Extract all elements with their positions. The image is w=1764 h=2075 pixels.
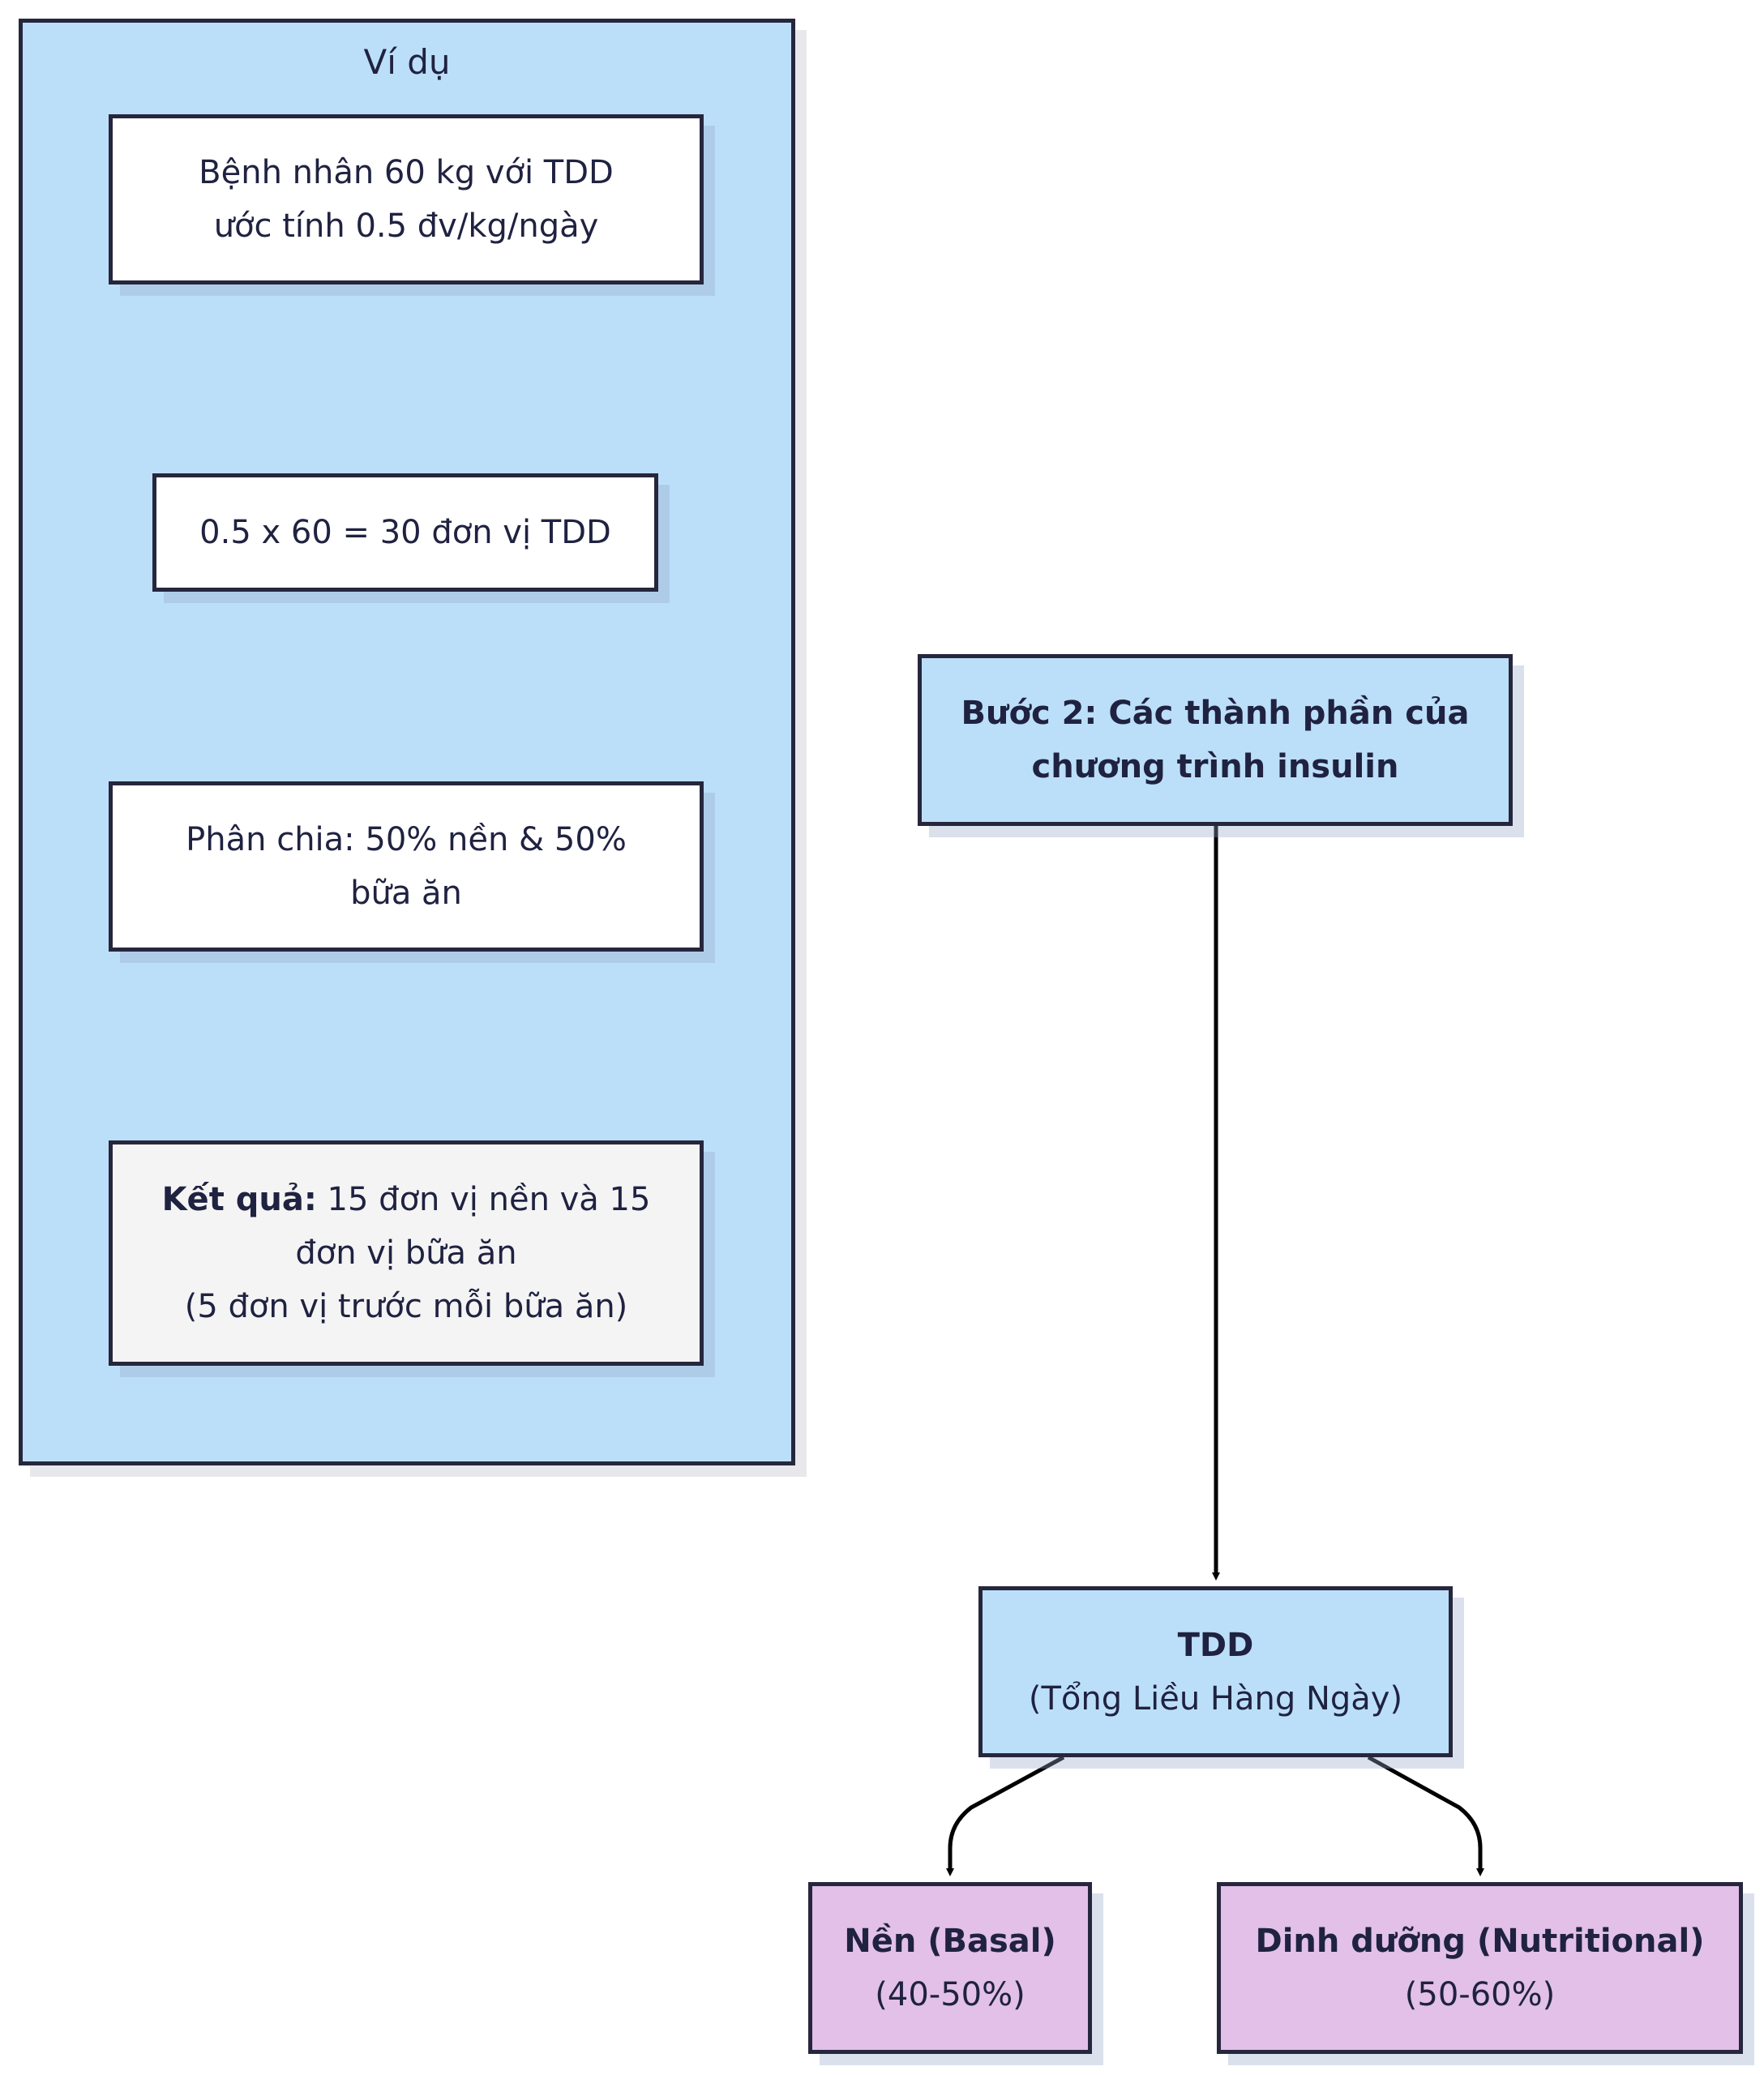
result-line-1-text: 15 đơn vị nền và 15	[316, 1181, 651, 1218]
arrow-tdd-to-nutritional	[1367, 1755, 1484, 1876]
result-node: Kết quả: 15 đơn vị nền và 15 đơn vị bữa …	[109, 1140, 704, 1366]
step2-line-2: chương trình insulin	[1031, 748, 1399, 785]
calc-text: 0.5 x 60 = 30 đơn vị TDD	[199, 514, 611, 551]
calc-node: 0.5 x 60 = 30 đơn vị TDD	[152, 473, 658, 592]
result-label: Kết quả:	[161, 1181, 317, 1218]
nutritional-line-1: Dinh dưỡng (Nutritional)	[1255, 1923, 1705, 1960]
result-line-1: Kết quả: 15 đơn vị nền và 15	[162, 1173, 651, 1226]
patient-node: Bệnh nhân 60 kg với TDD ước tính 0.5 đv/…	[109, 114, 704, 285]
basal-node: Nền (Basal) (40-50%)	[808, 1882, 1092, 2054]
result-line-2: đơn vị bữa ăn	[295, 1234, 517, 1272]
tdd-line-1: TDD	[1177, 1626, 1254, 1664]
tdd-node: TDD (Tổng Liều Hàng Ngày)	[978, 1586, 1453, 1757]
arrow-tdd-to-basal	[946, 1755, 1065, 1876]
nutritional-line-2: (50-60%)	[1404, 1976, 1556, 2013]
patient-line-2: ước tính 0.5 đv/kg/ngày	[213, 208, 599, 245]
split-line-2: bữa ăn	[350, 875, 462, 912]
split-node: Phân chia: 50% nền & 50% bữa ăn	[109, 781, 704, 952]
group-title: Ví dụ	[363, 42, 451, 82]
nutritional-node: Dinh dưỡng (Nutritional) (50-60%)	[1217, 1882, 1743, 2054]
step2-line-1: Bước 2: Các thành phần của	[961, 695, 1470, 732]
step2-node: Bước 2: Các thành phần của chương trình …	[918, 654, 1513, 826]
tdd-line-2: (Tổng Liều Hàng Ngày)	[1028, 1679, 1403, 1718]
patient-line-1: Bệnh nhân 60 kg với TDD	[199, 154, 614, 191]
result-line-3: (5 đơn vị trước mỗi bữa ăn)	[184, 1288, 628, 1325]
basal-line-1: Nền (Basal)	[844, 1923, 1056, 1960]
basal-line-2: (40-50%)	[875, 1976, 1025, 2013]
split-line-1: Phân chia: 50% nền & 50%	[186, 821, 627, 858]
